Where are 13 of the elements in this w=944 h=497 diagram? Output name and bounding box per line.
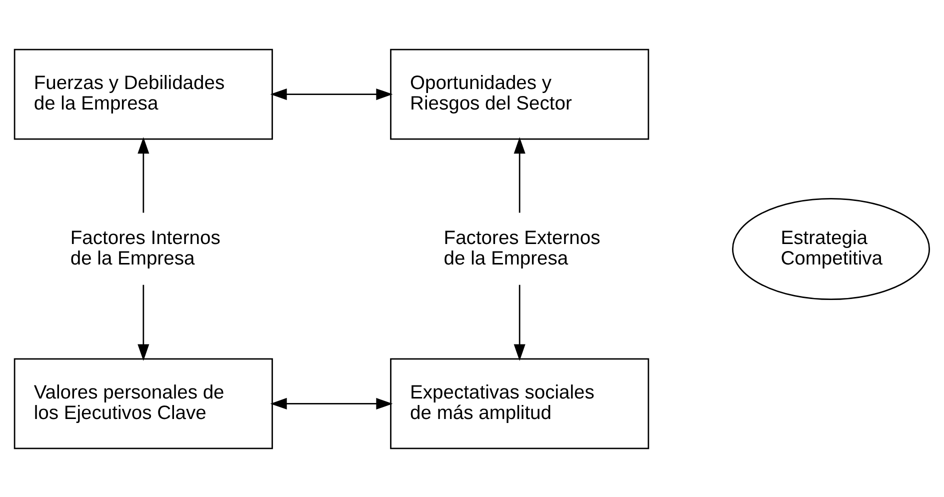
arrow	[138, 136, 150, 212]
arrow	[270, 88, 393, 100]
arrow	[270, 397, 393, 409]
arrow	[514, 136, 526, 212]
node-text: Factores Internos de la Empresa	[70, 227, 220, 269]
arrow	[514, 284, 526, 360]
node-box: Valores personales de los Ejecutivos Clave	[14, 358, 273, 449]
node-ellipse: Estrategia Competitiva	[732, 197, 930, 300]
node-box: Fuerzas y Debilidades de la Empresa	[14, 48, 273, 140]
node-box: Oportunidades y Riesgos del Sector	[390, 48, 650, 140]
node-text: Factores Externos de la Empresa	[444, 227, 600, 269]
node-box: Expectativas sociales de más amplitud	[390, 358, 650, 449]
arrow	[138, 284, 150, 360]
